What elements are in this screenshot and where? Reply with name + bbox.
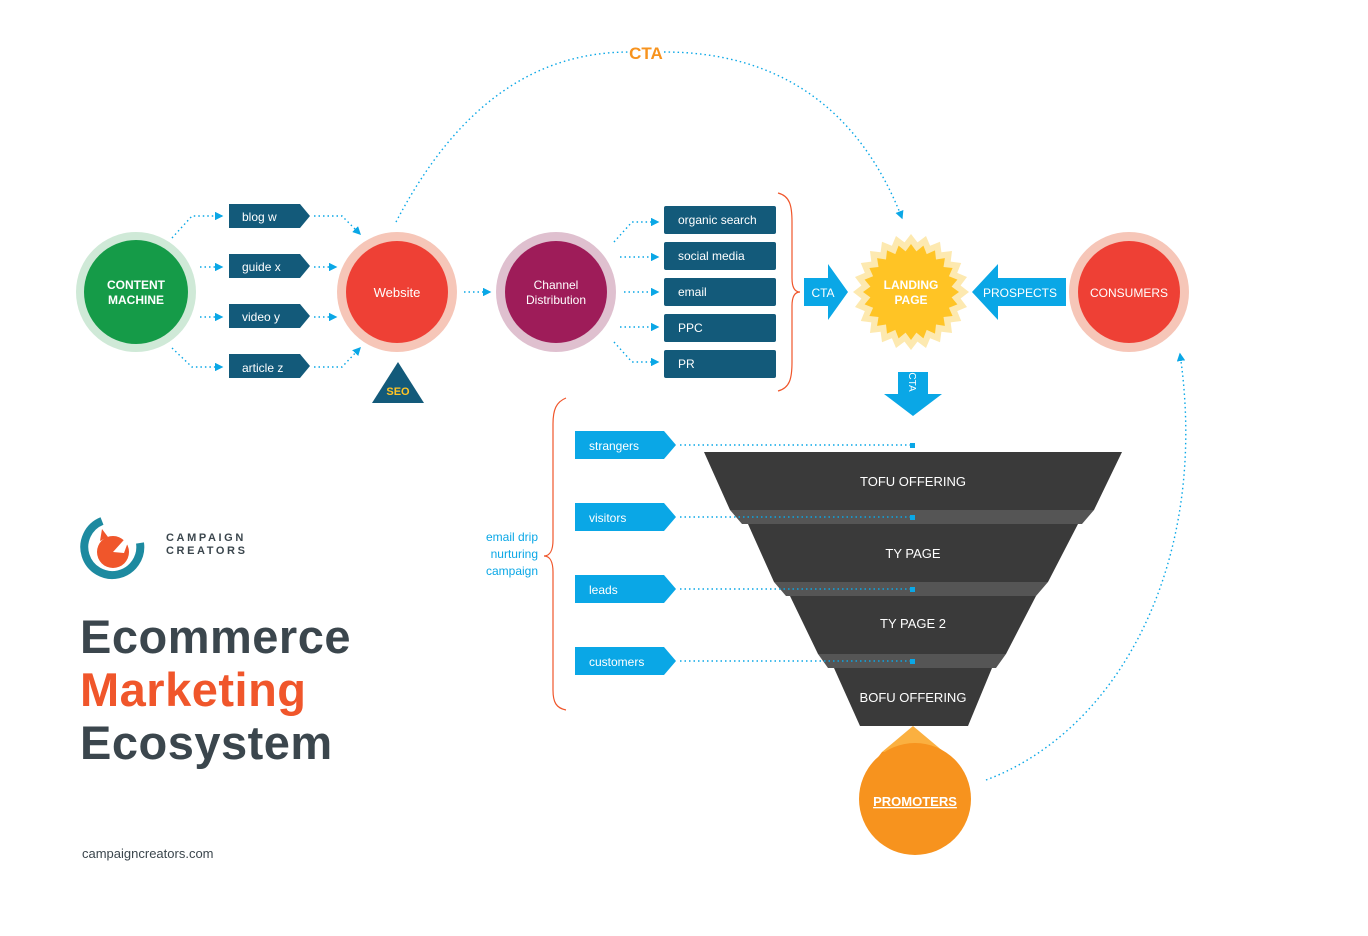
cta-top-label: CTA [629,44,663,63]
funnel-tier-label: TY PAGE [885,546,940,561]
funnel-tier [748,524,1078,582]
cta-right-label: CTA [811,286,834,300]
funnel-tier [704,452,1122,510]
website-url: campaigncreators.com [82,846,214,861]
content-item-label: article z [242,361,283,375]
landing-page-label-1: LANDING [884,278,939,292]
stage-tag-label: customers [589,655,644,669]
content-item-tag [229,354,310,378]
stage-tag-label: visitors [589,511,626,525]
stage-tag [575,647,676,675]
website-circle [346,241,448,343]
channel-circle [505,241,607,343]
channel-item-box [664,278,776,306]
page-title: Ecommerce Marketing Ecosystem [80,610,351,769]
channel-item-label: PR [678,357,695,371]
funnel-tier-label: BOFU OFFERING [860,690,967,705]
email-drip-bracket [543,397,567,711]
stage-tag [575,575,676,603]
title-line-3: Ecosystem [80,716,333,769]
stage-tag [575,431,676,459]
stage-tag [575,503,676,531]
channel-item-box [664,314,776,342]
stage-dots [910,443,915,664]
website-label: Website [374,285,421,300]
cta-right-arrow [804,264,848,320]
content-machine-circle [84,240,188,344]
channel-item-box [664,242,776,270]
funnel-tier [834,668,992,726]
channel-item-box [664,206,776,234]
channel-item-label: PPC [678,321,703,335]
promoters-arc [985,352,1187,781]
channel-label-1: Channel [534,278,579,292]
content-item-tag [229,304,310,328]
cta-arc [395,51,631,223]
email-drip-line-3: campaign [486,564,538,578]
promoters-label: PROMOTERS [873,794,957,809]
channels-bracket [777,192,801,392]
promoters-drop-join [864,752,966,776]
content-machine-label-2: MACHINE [108,293,164,307]
brand-name: CAMPAIGN CREATORS [166,532,248,558]
funnel-tier-label: TOFU OFFERING [860,474,966,489]
consumers-circle [1078,241,1180,343]
channel-item-label: email [678,285,707,299]
content-item-tag [229,254,310,278]
title-line-2: Marketing [80,663,307,716]
cta-down-arrow [884,372,942,416]
cta-arc-right [663,51,904,220]
content-item-label: guide x [242,260,281,274]
stage-tag-label: strangers [589,439,639,453]
channels-list: organic search social media email PPC PR [664,206,776,378]
content-items: blog w guide x video y article z [229,204,310,378]
campaign-creators-logo [80,517,145,580]
content-connectors [171,211,660,372]
landing-page-label-2: PAGE [894,293,927,307]
channel-label-2: Distribution [526,293,586,307]
content-item-tag [229,204,310,228]
content-item-label: blog w [242,210,277,224]
consumers-label: CONSUMERS [1090,286,1168,300]
stage-tag-label: leads [589,583,618,597]
title-line-1: Ecommerce [80,610,351,663]
cta-down-label: CTA [906,372,917,392]
content-machine-label-1: CONTENT [107,278,166,292]
content-item-label: video y [242,310,280,324]
funnel-tier [790,596,1036,654]
seo-label: SEO [386,386,410,398]
seo-triangle [372,362,424,403]
channel-item-label: organic search [678,213,757,227]
brand-name-line-2: CREATORS [166,545,248,557]
channel-item-label: social media [678,249,745,263]
email-drip-line-2: nurturing [491,547,538,561]
brand-name-line-1: CAMPAIGN [166,532,246,544]
funnel-tier-label: TY PAGE 2 [880,616,946,631]
email-drip-line-1: email drip [486,530,538,544]
prospects-label: PROSPECTS [983,286,1057,300]
stage-tags: strangers visitors leads customers [575,431,676,675]
prospects-arrow [972,264,1066,320]
channel-item-box [664,350,776,378]
landing-page-burst-inner [863,244,959,340]
